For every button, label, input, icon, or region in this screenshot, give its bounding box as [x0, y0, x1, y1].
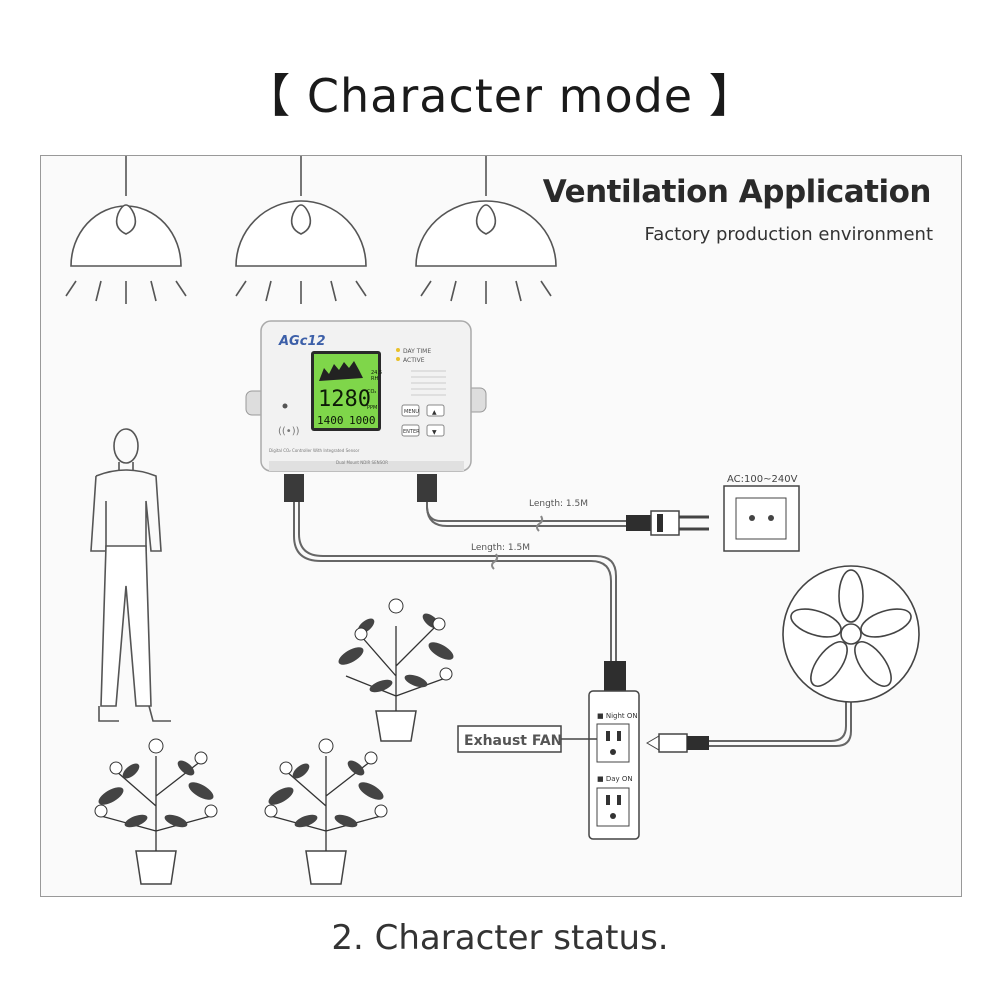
diagram-title: Ventilation Application [542, 174, 932, 210]
fan-cable [646, 701, 852, 753]
wall-outlet-icon [723, 485, 800, 552]
lcd-unit-co2: CO₂ [367, 389, 376, 395]
control-cable [293, 502, 617, 661]
fan-icon [782, 565, 920, 703]
cable-length-bottom: Length: 1.5M [471, 543, 530, 553]
lcd-rh: RH [371, 376, 378, 382]
status-day-time: DAY TIME [403, 348, 431, 355]
ceiling-lamp-middle [235, 156, 367, 304]
status-active: ACTIVE [403, 357, 425, 364]
outlet-voltage-label: AC:100~240V [727, 474, 798, 485]
co2-controller-device: AGc12 24.5 RH 1280 CO₂ PPM 1400 1000 DAY… [245, 320, 487, 502]
diagram-subtitle: Factory production environment [644, 224, 933, 245]
ceiling-lamp-right [415, 156, 557, 304]
lcd-co2-value: 1280 [318, 387, 371, 412]
lcd-corner-value: 24.5 [371, 370, 382, 376]
power-cable [426, 502, 626, 532]
plant-pot-right [338, 598, 454, 742]
enter-button-label: ENTER [403, 429, 420, 435]
up-arrow-icon: ▲ [432, 409, 437, 416]
diagram-panel: AGc12 24.5 RH 1280 CO₂ PPM 1400 1000 DAY… [40, 155, 962, 897]
person-icon [90, 428, 171, 722]
power-strip: ■ Night ON ■ Day ON [588, 661, 640, 840]
page-title: 【 Character mode 】 [244, 69, 756, 123]
up-button [426, 404, 445, 417]
lcd-unit-ppm: PPM [367, 405, 377, 411]
caption: 2. Character status. [331, 918, 669, 958]
strip-label-bottom: ■ Day ON [597, 775, 633, 783]
device-brand-line: Dual Mount NDIR SENSOR [336, 460, 388, 465]
cable-length-top: Length: 1.5M [529, 499, 588, 509]
plant-pot-bottom-left [94, 738, 218, 885]
down-button [426, 424, 445, 437]
wireless-icon: ((•)) [278, 426, 300, 437]
sensor-dot-icon [282, 403, 288, 409]
ceiling-lamp-left [65, 156, 187, 304]
lcd-left-value: 1400 [317, 414, 344, 427]
menu-button-label: MENU [404, 409, 419, 415]
device-model-line: Digital CO₂ Controller With Integrated S… [269, 448, 360, 453]
exhaust-fan-label: Exhaust FAN [464, 733, 562, 749]
enter-button [401, 424, 420, 437]
device-brand: AGc12 [278, 334, 326, 349]
plant-pot-bottom-middle [264, 738, 388, 885]
strip-label-top: ■ Night ON [597, 712, 638, 720]
exhaust-fan-label-box: Exhaust FAN [457, 725, 597, 753]
down-arrow-icon: ▼ [432, 429, 437, 436]
power-plug-icon [626, 510, 709, 536]
ventilation-diagram: AGc12 24.5 RH 1280 CO₂ PPM 1400 1000 DAY… [65, 156, 920, 885]
menu-button [401, 404, 420, 417]
lcd-right-value: 1000 [349, 414, 376, 427]
